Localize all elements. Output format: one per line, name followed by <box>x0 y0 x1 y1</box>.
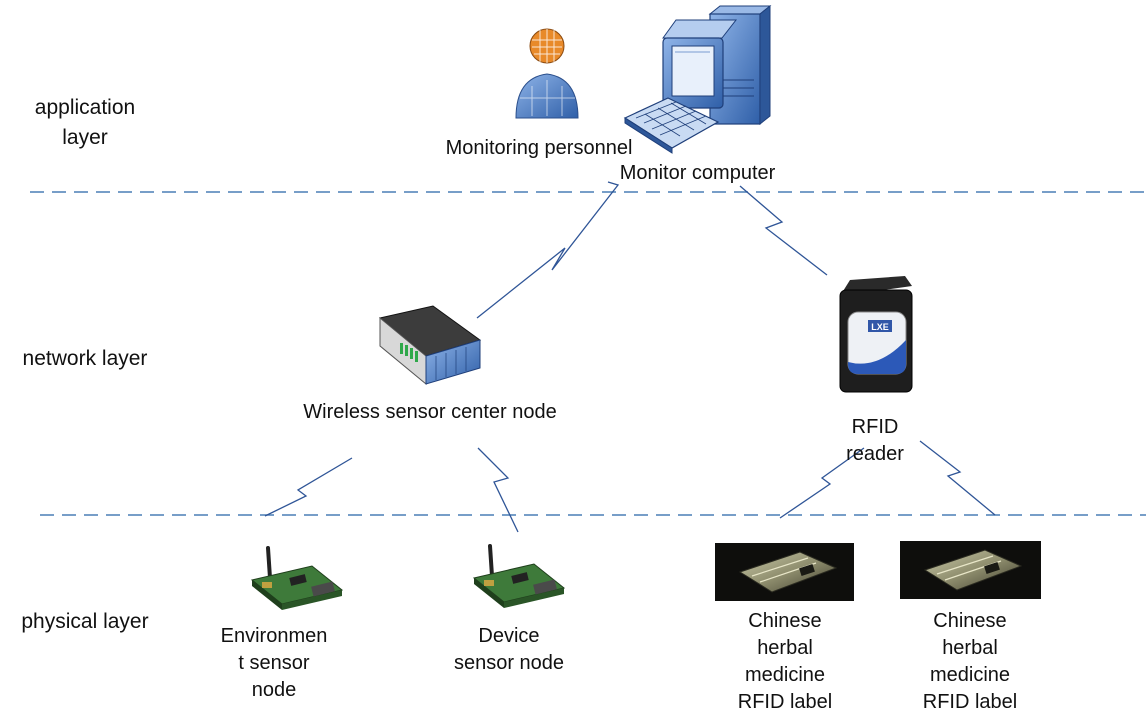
label-monitoring-personnel: Monitoring personnel <box>445 137 633 159</box>
computer-icon <box>623 4 772 154</box>
environment-sensor-board-icon <box>250 546 344 610</box>
layer-label-network: network layer <box>22 347 148 370</box>
reader-brand-badge: LXE <box>871 322 889 332</box>
label-rfid-label-2: Chinese herbal medicine RFID label <box>922 610 1018 713</box>
label-wireless-center-node: Wireless sensor center node <box>303 401 557 423</box>
wireless-link-center-to-device <box>477 447 519 533</box>
device-sensor-board-icon <box>472 544 566 608</box>
rfid-label-1-icon <box>715 543 854 601</box>
layer-label-physical: physical layer <box>21 610 149 633</box>
wireless-link-computer-to-reader <box>739 185 828 276</box>
rfid-label-2-icon <box>900 541 1041 599</box>
router-icon <box>378 305 482 386</box>
label-rfid-reader: RFID reader <box>846 416 904 465</box>
wireless-link-reader-to-label-2 <box>919 440 996 516</box>
person-icon <box>515 28 579 119</box>
layer-label-application: application layer <box>34 96 136 149</box>
wireless-link-center-to-environment <box>264 457 353 517</box>
label-device-sensor-node: Device sensor node <box>453 625 565 674</box>
wireless-links <box>264 181 996 533</box>
label-environment-sensor-node: Environmen t sensor node <box>220 625 328 701</box>
rfid-reader-icon: LXE <box>839 276 913 393</box>
label-rfid-label-1: Chinese herbal medicine RFID label <box>737 610 833 713</box>
label-monitor-computer: Monitor computer <box>619 162 776 184</box>
wireless-link-reader-to-label-1 <box>779 447 865 519</box>
wireless-link-computer-to-center <box>476 181 620 319</box>
